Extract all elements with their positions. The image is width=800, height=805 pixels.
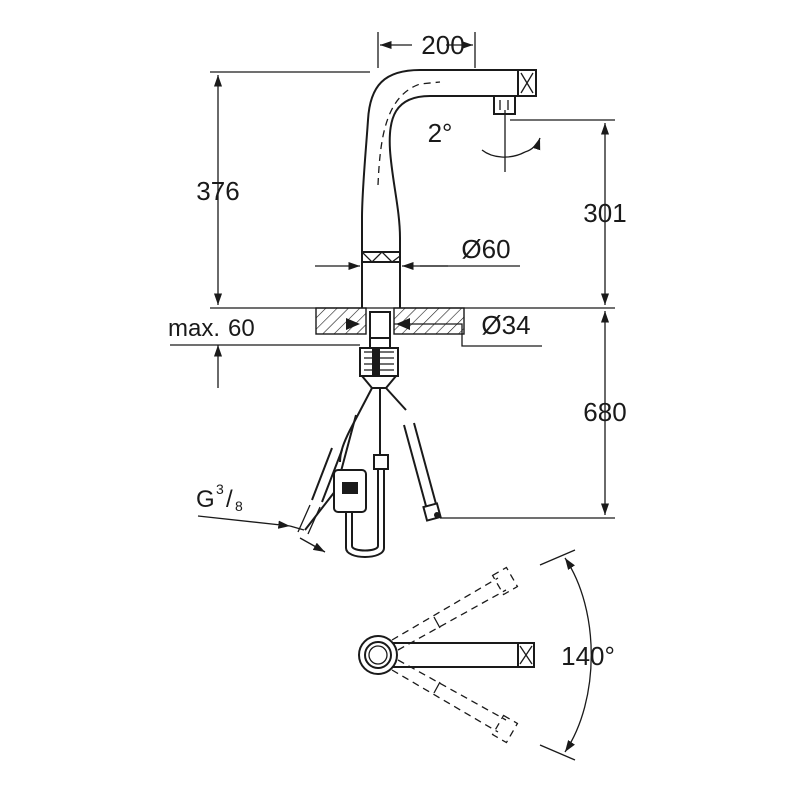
dim-swivel-angle: 140° <box>561 641 615 671</box>
dim-connection-num: 3 <box>216 481 224 497</box>
dimension-lines <box>170 32 615 553</box>
dim-height-right: 301 <box>583 198 626 228</box>
dim-connection-den: 8 <box>235 498 243 514</box>
dim-body-diameter: Ø60 <box>461 234 510 264</box>
dim-height-left: 376 <box>196 176 239 206</box>
dim-width-top: 200 <box>421 30 464 60</box>
dim-max-value: 60 <box>228 315 255 342</box>
dim-max-label: max. <box>168 315 220 342</box>
dim-hose-length: 680 <box>583 397 626 427</box>
dim-spout-angle: 2° <box>428 118 453 148</box>
faucet-body <box>361 69 537 308</box>
counter-section <box>315 307 465 339</box>
fixing-assembly <box>297 338 442 558</box>
dim-hole-diameter: Ø34 <box>481 310 530 340</box>
top-view <box>358 549 592 761</box>
dim-connection-prefix: G <box>196 486 215 513</box>
dim-connection-slash: / <box>226 486 233 513</box>
